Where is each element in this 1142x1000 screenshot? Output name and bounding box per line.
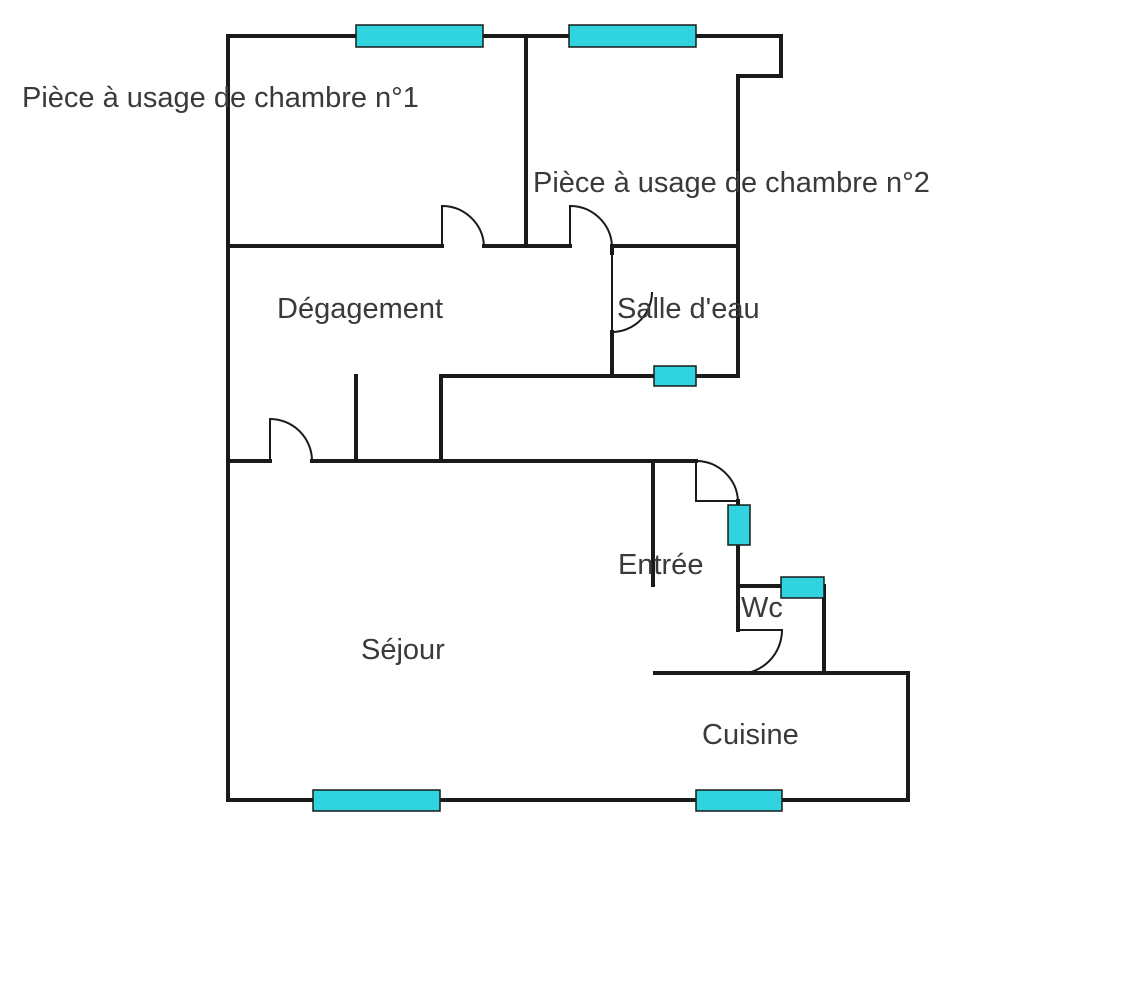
windows: [312, 24, 825, 812]
room-label-kitchen: Cuisine: [702, 719, 799, 751]
room-label-hallway: Dégagement: [277, 293, 444, 325]
window-bathroom: [653, 365, 697, 387]
door-bathroom[interactable]: [611, 253, 653, 334]
window-living-room: [312, 789, 441, 812]
door-living-room[interactable]: [269, 417, 313, 462]
window-kitchen: [695, 789, 783, 812]
door-entrance[interactable]: [695, 459, 740, 502]
doors: [269, 204, 784, 675]
door-bedroom1[interactable]: [441, 204, 485, 247]
room-label-entrance: Entrée: [618, 549, 704, 581]
room-label-living-room: Séjour: [361, 634, 445, 666]
window-wc: [780, 576, 825, 599]
window-bedroom1: [355, 24, 484, 48]
window-bedroom2: [568, 24, 697, 48]
door-wc[interactable]: [737, 629, 784, 675]
window-entrance: [727, 504, 751, 546]
room-label-bedroom2: Pièce à usage de chambre n°2: [533, 167, 930, 199]
room-label-bathroom: Salle d'eau: [617, 293, 760, 325]
room-label-bedroom1: Pièce à usage de chambre n°1: [22, 82, 419, 114]
door-bedroom2[interactable]: [569, 204, 613, 247]
room-label-wc: Wc: [741, 592, 783, 624]
